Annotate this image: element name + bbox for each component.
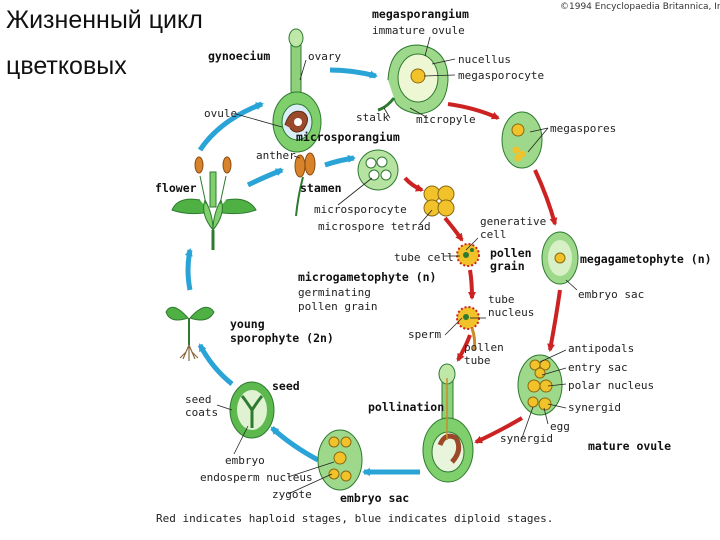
label-germinating-2: pollen grain bbox=[298, 300, 377, 313]
label-polar-nucleus: polar nucleus bbox=[568, 379, 654, 392]
label-ovule: ovule bbox=[204, 107, 237, 120]
label-egg: egg bbox=[550, 420, 570, 433]
label-megasporocyte: megasporocyte bbox=[458, 69, 544, 82]
megagametophyte-illustration bbox=[541, 231, 579, 285]
label-microgametophyte: microgametophyte (n) bbox=[298, 270, 436, 284]
label-generative-cell-2: cell bbox=[480, 228, 507, 241]
arrow-flower-to-stamen bbox=[246, 167, 284, 188]
label-generative-cell-1: generative bbox=[480, 215, 546, 228]
label-stamen: stamen bbox=[300, 181, 342, 195]
label-tube-cell: tube cell bbox=[394, 251, 454, 264]
label-pollen-grain-1: pollen bbox=[490, 246, 532, 260]
label-pollen-grain-2: grain bbox=[490, 259, 525, 273]
arrow-seed-to-young-sporophyte bbox=[197, 343, 234, 386]
labels: megasporangium immature ovule gynoecium … bbox=[155, 7, 712, 505]
label-entry-sac: entry sac bbox=[568, 361, 628, 374]
megaspores-illustration bbox=[501, 111, 543, 169]
embryo-sac-illustration bbox=[317, 429, 363, 491]
label-seed-coats-2: coats bbox=[185, 406, 218, 419]
label-pollination: pollination bbox=[368, 400, 444, 414]
label-synergid-right: synergid bbox=[568, 401, 621, 414]
arrow-embryo-sac-to-seed bbox=[270, 426, 320, 463]
label-sperm: sperm bbox=[408, 328, 441, 341]
label-tube-nucleus-2: nucleus bbox=[488, 306, 534, 319]
pollination-illustration bbox=[422, 363, 474, 483]
arrow-germinating-to-pollination bbox=[456, 334, 472, 362]
title-line-2: цветковых bbox=[6, 52, 127, 80]
label-synergid-left: synergid bbox=[500, 432, 553, 445]
megasporangium-illustration bbox=[377, 44, 449, 115]
arrow-ovule-to-megaspores bbox=[447, 102, 500, 120]
pollen-grain-illustration bbox=[456, 243, 480, 267]
label-tube-nucleus-1: tube bbox=[488, 293, 515, 306]
arrow-stamen-to-microsporangium bbox=[324, 154, 356, 168]
label-endosperm-nucleus: endosperm nucleus bbox=[200, 471, 313, 484]
diploid-arrows bbox=[184, 67, 420, 476]
label-mature-ovule: mature ovule bbox=[588, 439, 671, 453]
arrow-megagametophyte-to-mature-ovule bbox=[547, 289, 562, 352]
haploid-arrows bbox=[403, 102, 562, 444]
label-embryo-sac-upper: embryo sac bbox=[578, 288, 644, 301]
leader-lines bbox=[216, 36, 578, 495]
label-micropyle: micropyle bbox=[416, 113, 476, 126]
label-microsporangium: microsporangium bbox=[296, 130, 400, 144]
stamen-illustration bbox=[294, 152, 316, 217]
gynoecium-illustration bbox=[272, 28, 322, 153]
label-germinating-1: germinating bbox=[298, 286, 371, 299]
label-gynoecium: gynoecium bbox=[208, 49, 270, 63]
label-pollen-tube-1: pollen bbox=[464, 341, 504, 354]
label-ovary: ovary bbox=[308, 50, 341, 63]
label-megasporangium: megasporangium bbox=[372, 7, 469, 21]
label-microspore-tetrad: microspore tetrad bbox=[318, 220, 431, 233]
label-nucellus: nucellus bbox=[458, 53, 511, 66]
copyright-notice: ©1994 Encyclopaedia Britannica, Inc. bbox=[560, 2, 720, 12]
label-pollen-tube-2: tube bbox=[464, 354, 491, 367]
arrow-microsporangium-to-tetrad bbox=[403, 176, 424, 192]
label-microsporocyte: microsporocyte bbox=[314, 203, 407, 216]
label-flower: flower bbox=[155, 181, 197, 195]
title-line-1: Жизненный цикл bbox=[6, 6, 203, 34]
label-embryo-sac-lower: embryo sac bbox=[340, 491, 409, 505]
caption: Red indicates haploid stages, blue indic… bbox=[156, 512, 553, 525]
microsporangium-illustration bbox=[357, 149, 399, 191]
label-seed-coats-1: seed bbox=[185, 393, 212, 406]
mature-ovule-illustration bbox=[517, 354, 563, 416]
arrow-tetrad-to-pollen-grain bbox=[443, 216, 464, 242]
arrow-flower-to-gynoecium bbox=[197, 101, 264, 152]
flower-illustration bbox=[171, 156, 257, 250]
label-zygote: zygote bbox=[272, 488, 312, 501]
arrow-mature-ovule-to-pollination bbox=[474, 416, 524, 444]
arrow-gynoecium-to-megasporangium bbox=[329, 67, 378, 79]
label-immature-ovule: immature ovule bbox=[372, 24, 465, 37]
arrow-young-sporophyte-to-flower bbox=[184, 248, 193, 291]
label-young-sporophyte-1: young bbox=[230, 317, 265, 331]
label-stalk: stalk bbox=[356, 111, 389, 124]
label-young-sporophyte-2: sporophyte (2n) bbox=[230, 331, 334, 345]
young-sporophyte-illustration bbox=[165, 306, 215, 361]
label-megaspores: megaspores bbox=[550, 122, 616, 135]
arrow-pollen-to-germinating bbox=[467, 269, 476, 300]
label-seed: seed bbox=[272, 379, 300, 393]
label-megagametophyte: megagametophyte (n) bbox=[580, 252, 712, 266]
arrow-megaspores-to-megagametophyte bbox=[533, 169, 558, 226]
seed-illustration bbox=[229, 381, 275, 439]
label-anther: anther bbox=[256, 149, 296, 162]
label-antipodals: antipodals bbox=[568, 342, 634, 355]
label-embryo: embryo bbox=[225, 454, 265, 467]
microspore-tetrad-illustration bbox=[423, 185, 455, 217]
